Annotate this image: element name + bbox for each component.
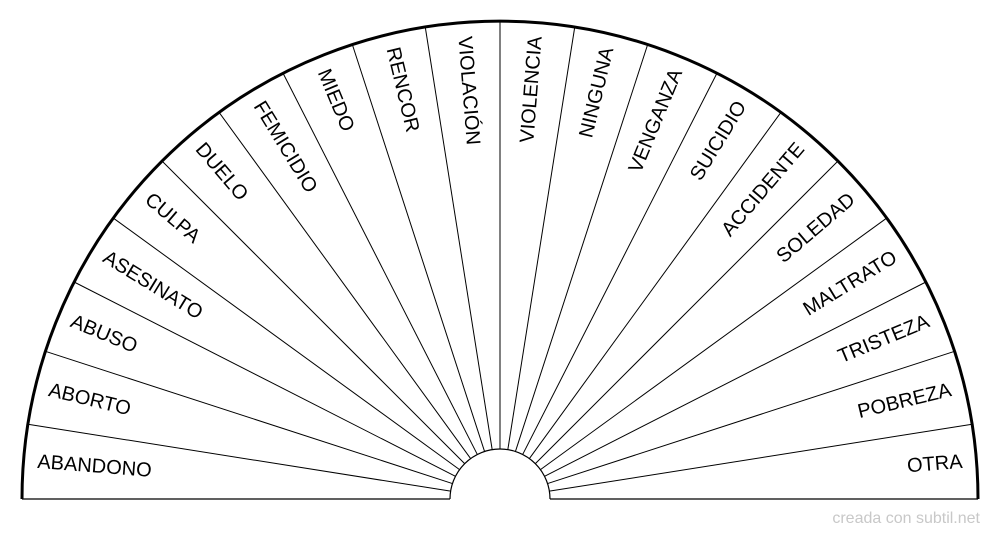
- segment-label: VENGANZA: [625, 65, 688, 176]
- segment-divider: [73, 281, 456, 477]
- segment-label: ABUSO: [67, 311, 140, 358]
- segment-divider: [547, 350, 955, 485]
- segment-divider: [161, 160, 465, 464]
- segment-divider: [514, 44, 649, 452]
- segment-divider: [218, 111, 472, 459]
- segment-label: ABANDONO: [37, 451, 153, 482]
- segment-label: OTRA: [906, 451, 964, 477]
- credit-text: creada con subtil.net: [832, 510, 980, 527]
- inner-arc: [449, 448, 551, 500]
- segment-label: VIOLACIÓN: [453, 35, 484, 145]
- segment-divider: [351, 44, 486, 452]
- segment-divider: [27, 423, 451, 492]
- segment-label: POBREZA: [856, 379, 955, 423]
- segment-divider: [522, 72, 718, 455]
- segment-divider: [544, 281, 927, 477]
- segment-label: SOLEDAD: [773, 189, 860, 268]
- segment-label: TRISTEZA: [835, 310, 933, 368]
- segment-divider: [507, 26, 576, 450]
- segment-divider: [528, 111, 782, 459]
- segment-divider: [282, 72, 478, 455]
- segment-label: CULPA: [140, 189, 204, 249]
- segment-divider: [540, 217, 888, 471]
- segment-label: DUELO: [191, 139, 252, 206]
- segment-divider: [535, 160, 839, 464]
- segment-label: RENCOR: [382, 45, 424, 134]
- segment-lines: [27, 21, 973, 492]
- segment-label: ABORTO: [46, 379, 133, 420]
- segment-label: ASESINATO: [99, 247, 207, 325]
- segment-label: VIOLENCIA: [516, 35, 546, 144]
- segment-label: NINGUNA: [575, 44, 618, 139]
- segment-label: FEMICIDIO: [249, 97, 322, 197]
- segment-divider: [112, 217, 460, 471]
- segment-divider: [45, 350, 453, 485]
- segment-label: SUICIDIO: [686, 97, 751, 184]
- segment-label: ACCIDENTE: [717, 139, 809, 241]
- outer-arc: [20, 19, 980, 500]
- segment-divider: [549, 423, 973, 492]
- segment-divider: [424, 26, 493, 450]
- segment-label: MALTRATO: [799, 247, 901, 321]
- segment-label: MIEDO: [313, 66, 358, 135]
